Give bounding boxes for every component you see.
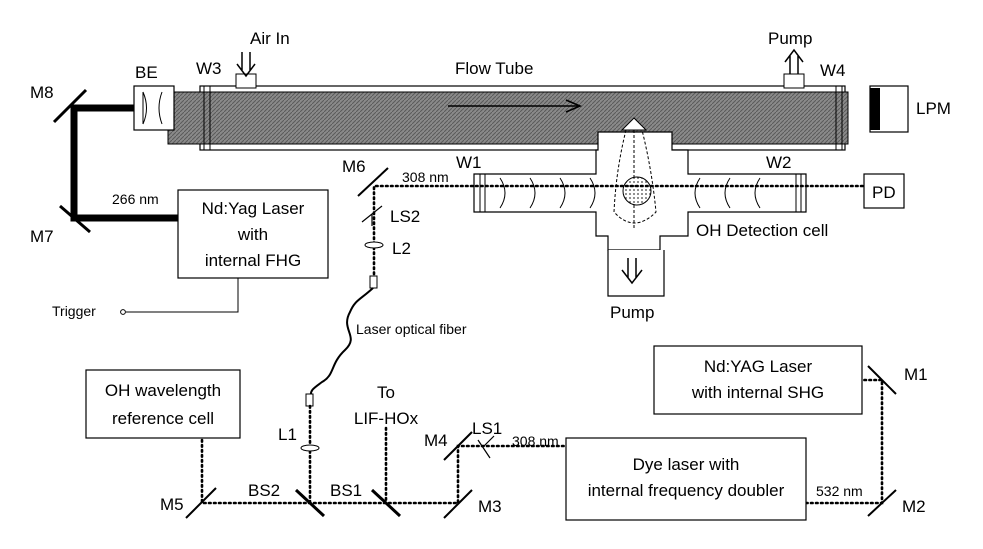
mirror-m1 (867, 365, 897, 395)
ls1-label: LS1 (472, 419, 502, 438)
beam-expander (133, 85, 175, 131)
flow-direction-arrow (448, 99, 583, 113)
beam-splitter-bs1 (370, 488, 402, 518)
oh-ref-line1: OH wavelength (105, 381, 221, 400)
w4-label: W4 (820, 61, 846, 80)
mirror-m8 (52, 88, 88, 124)
m8-label: M8 (30, 83, 54, 102)
laser-power-meter (869, 85, 909, 133)
m3-label: M3 (478, 497, 502, 516)
oh-reference-cell-box: OH wavelength reference cell (85, 369, 241, 439)
dye-laser-box: Dye laser with internal frequency double… (565, 437, 807, 521)
ndyag-fhg-line3: internal FHG (205, 251, 301, 270)
w2-label: W2 (766, 153, 792, 172)
shutter-ls2 (361, 205, 383, 226)
ndyag-shg-line2: with internal SHG (691, 383, 824, 402)
ls2-label: LS2 (390, 207, 420, 226)
ndyag-fhg-line2: with (237, 225, 268, 244)
w1-label: W1 (456, 153, 482, 172)
l1-label: L1 (278, 425, 297, 444)
flow-tube-label: Flow Tube (455, 59, 533, 78)
be-label: BE (135, 63, 158, 82)
lens-l2 (364, 241, 384, 249)
mirror-m4 (443, 431, 473, 461)
nm266-label: 266 nm (112, 191, 159, 207)
oh-detection-cell-label: OH Detection cell (696, 221, 828, 240)
mirror-m5 (185, 487, 217, 519)
m5-label: M5 (160, 495, 184, 514)
oh-ref-line2: reference cell (112, 409, 214, 428)
mirror-m6 (357, 167, 389, 197)
pd-label: PD (872, 183, 896, 202)
bs1-label: BS1 (330, 481, 362, 500)
m4-label: M4 (424, 431, 448, 450)
ndyag-fhg-line1: Nd:Yag Laser (202, 199, 305, 218)
to-lif-line2: LIF-HOx (354, 409, 419, 428)
mirror-m2 (867, 489, 897, 517)
pump-bottom-label: Pump (610, 303, 654, 322)
shutter-ls1 (477, 435, 495, 459)
mirror-m7 (59, 204, 91, 234)
photodiode (863, 173, 905, 209)
air-in-label: Air In (250, 29, 290, 48)
ndyag-shg-laser-box: Nd:YAG Laser with internal SHG (653, 345, 863, 415)
dye-line1: Dye laser with (633, 455, 740, 474)
air-in-inlet (235, 52, 257, 89)
m2-label: M2 (902, 497, 926, 516)
beam-splitter-bs2 (294, 488, 326, 518)
oh-detection-cell (473, 117, 807, 297)
pump-top-label: Pump (768, 29, 812, 48)
beam-532nm (804, 378, 884, 505)
trigger-label: Trigger (52, 303, 96, 319)
laser-optical-fiber (305, 275, 378, 407)
beam-308nm-upper (372, 184, 866, 286)
bs2-label: BS2 (248, 481, 280, 500)
pump-outlet-top (783, 48, 805, 89)
lens-l1 (300, 444, 320, 452)
to-lif-line1: To (377, 383, 395, 402)
lpm-label: LPM (916, 99, 951, 118)
laser-fiber-label: Laser optical fiber (356, 321, 467, 337)
flow-tube (167, 85, 849, 151)
mirror-m3 (443, 489, 473, 519)
nm308-bottom-label: 308 nm (512, 433, 559, 449)
trigger-line (126, 278, 239, 313)
m7-label: M7 (30, 227, 54, 246)
nm532-label: 532 nm (816, 483, 863, 499)
ndyag-shg-line1: Nd:YAG Laser (704, 357, 813, 376)
m1-label: M1 (904, 365, 928, 384)
ndyag-fhg-laser-box: Nd:Yag Laser with internal FHG (177, 189, 329, 279)
w3-label: W3 (196, 59, 222, 78)
m6-label: M6 (342, 157, 366, 176)
trigger-terminal (120, 309, 126, 315)
nm308-top-label: 308 nm (402, 169, 449, 185)
l2-label: L2 (392, 239, 411, 258)
dye-line2: internal frequency doubler (588, 481, 785, 500)
